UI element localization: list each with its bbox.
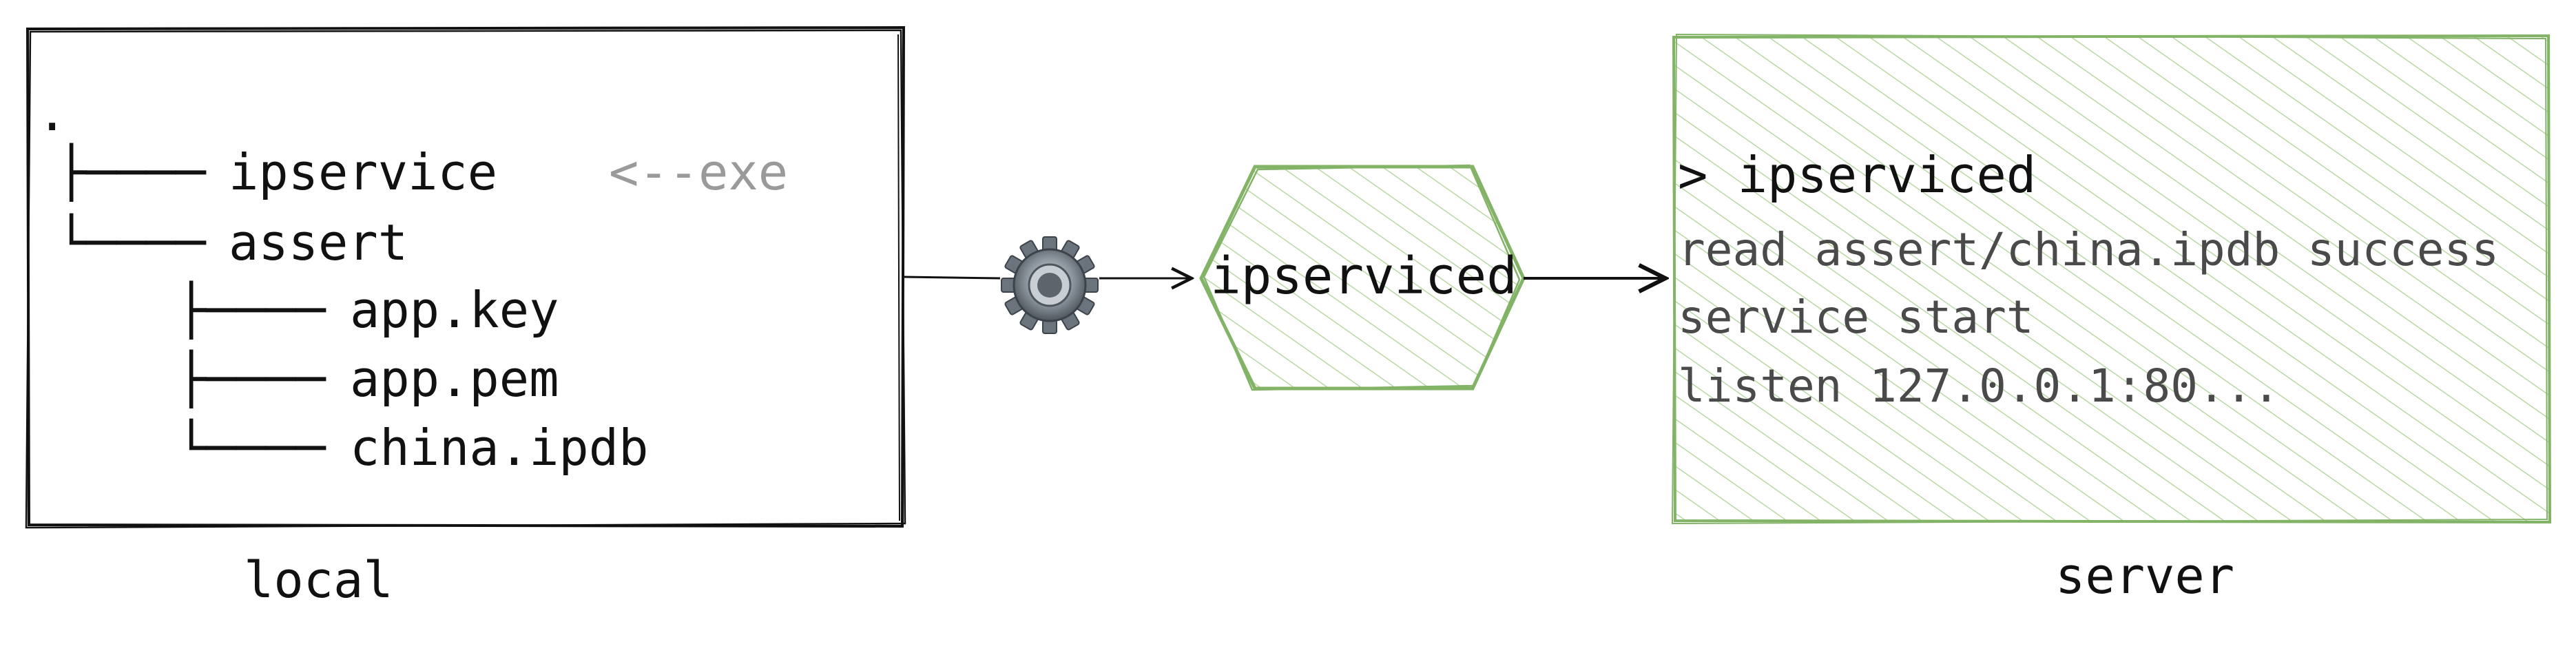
tree-item-assert: assert <box>229 214 408 271</box>
local-box <box>25 25 906 529</box>
server-command: > ipserviced <box>1678 146 2037 204</box>
server-box <box>1671 33 2552 525</box>
tree-item-ipservice: ipservice <box>229 143 498 201</box>
server-log-line: listen 127.0.0.1:80... <box>1678 360 2281 413</box>
process-label: ipserviced <box>1210 247 1517 306</box>
tree-prefix: └──── <box>56 214 206 271</box>
server-log-line: service start <box>1678 291 2034 344</box>
tree-root: . <box>37 84 67 142</box>
tree-item-app-pem: app.pem <box>350 350 559 408</box>
tree-item-china-ipdb: china.ipdb <box>350 419 649 477</box>
tree-item-app-key: app.key <box>350 281 559 339</box>
tree-prefix: ├──── <box>176 281 326 339</box>
tree-prefix: ├──── <box>176 350 326 408</box>
tree-prefix: └──── <box>176 419 326 477</box>
connector-local-to-gear <box>903 276 1001 280</box>
server-log-line: read assert/china.ipdb success <box>1678 223 2500 276</box>
local-caption: local <box>244 551 393 609</box>
server-caption: server <box>2055 547 2235 605</box>
exe-hint: <--exe <box>609 143 789 201</box>
tree-prefix: ├──── <box>56 143 206 201</box>
process-hexagon <box>1199 164 1526 391</box>
gear-icon <box>1001 236 1099 334</box>
